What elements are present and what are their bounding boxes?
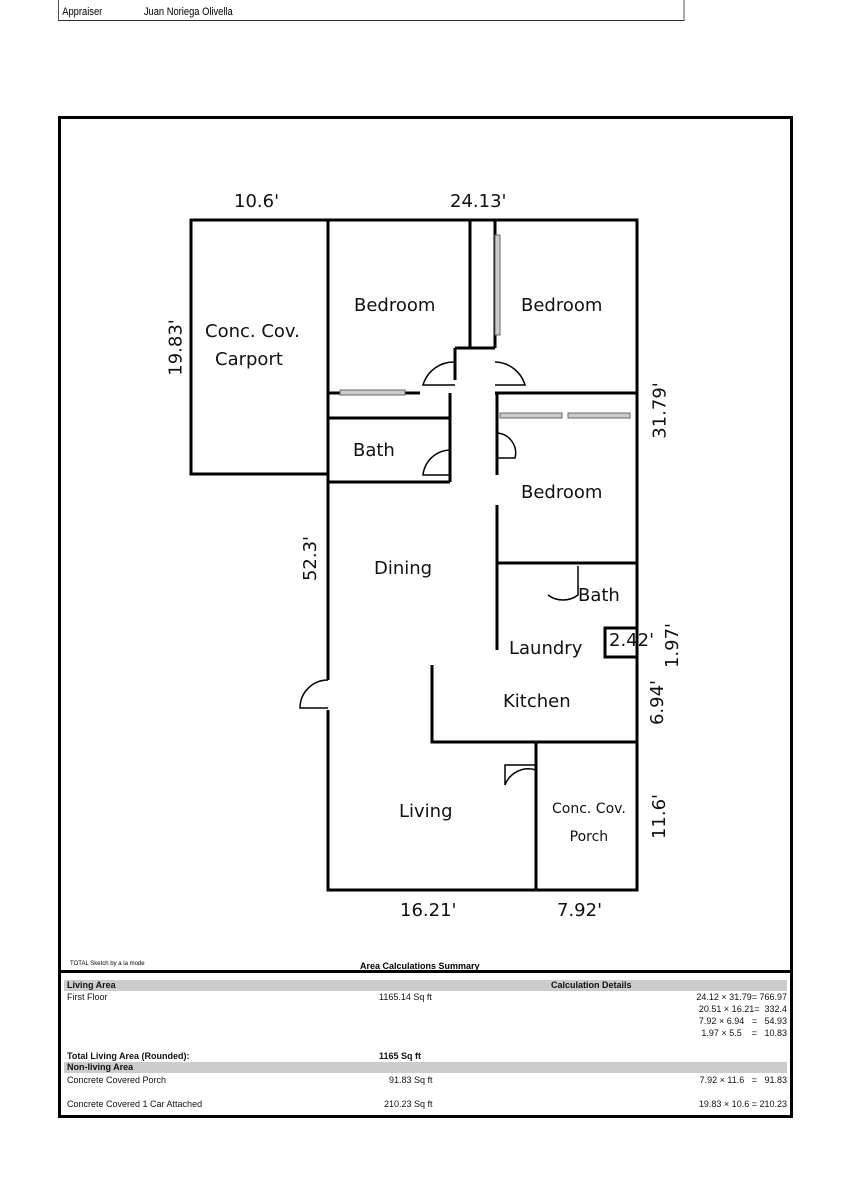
carport-calc: 19.83 × 10.6 = 210.23	[698, 1099, 787, 1109]
room-bath-2: Bath	[578, 585, 620, 606]
porch-area: 91.83 Sq ft	[389, 1075, 433, 1085]
door-swings	[299, 361, 579, 786]
room-bedroom-2: Bedroom	[521, 295, 603, 316]
dim-kitchen-height: 6.94'	[647, 679, 669, 726]
total-living-label: Total Living Area (Rounded):	[67, 1051, 190, 1061]
room-dining: Dining	[374, 558, 433, 579]
calc-line: 1.97 × 5.5 = 10.83	[701, 1028, 787, 1038]
dim-notch-width: 2.42'	[609, 630, 655, 651]
room-living: Living	[399, 801, 453, 822]
dim-top-right: 24.13'	[450, 191, 507, 212]
appraiser-label: Appraiser	[62, 6, 103, 18]
carport-label: Concrete Covered 1 Car Attached	[67, 1099, 203, 1109]
room-porch: Conc. Cov. Porch	[552, 795, 626, 851]
porch-line2: Porch	[569, 829, 609, 845]
nonliving-header: Non-living Area	[67, 1062, 134, 1072]
carport-area: 210.23 Sq ft	[384, 1099, 433, 1109]
calc-line: 20.51 × 16.21= 332.4	[698, 1004, 787, 1014]
room-bath-1: Bath	[353, 440, 395, 461]
appraiser-row: Appraiser Juan Noriega Olivella	[58, 0, 685, 21]
room-carport: Conc. Cov. Carport	[205, 318, 300, 374]
dim-notch-height: 1.97'	[662, 622, 684, 669]
summary-title: Area Calculations Summary	[360, 961, 480, 971]
calc-details-header: Calculation Details	[551, 980, 632, 990]
dim-bottom-right: 7.92'	[557, 900, 603, 921]
dim-right-main: 31.79'	[649, 382, 671, 439]
living-area-header: Living Area	[67, 980, 116, 990]
area-summary-table: Living Area Calculation Details First Fl…	[58, 970, 793, 1118]
porch-label: Concrete Covered Porch	[67, 1075, 167, 1085]
room-laundry: Laundry	[509, 638, 583, 659]
calc-line: 24.12 × 31.79= 766.97	[696, 992, 787, 1002]
dim-left-main: 52.3'	[300, 535, 322, 582]
calc-line: 7.92 × 6.94 = 54.93	[698, 1016, 787, 1026]
first-floor-label: First Floor	[67, 992, 108, 1002]
nonliving-band	[64, 1062, 787, 1073]
room-bedroom-3: Bedroom	[521, 482, 603, 503]
appraiser-name: Juan Noriega Olivella	[143, 6, 233, 18]
room-kitchen: Kitchen	[503, 691, 571, 712]
dim-bottom-left: 16.21'	[400, 900, 457, 921]
room-bedroom-1: Bedroom	[354, 295, 436, 316]
porch-calc: 7.92 × 11.6 = 91.83	[699, 1075, 787, 1085]
total-living-area: 1165 Sq ft	[379, 1051, 422, 1061]
first-floor-area: 1165.14 Sq ft	[379, 992, 432, 1002]
living-area-band	[64, 980, 787, 991]
dim-left-carport: 19.83'	[165, 319, 187, 376]
carport-line2: Carport	[215, 349, 283, 370]
dim-top-left: 10.6'	[234, 191, 280, 212]
carport-line1: Conc. Cov.	[205, 321, 300, 342]
dim-porch-height: 11.6'	[649, 793, 671, 840]
porch-line1: Conc. Cov.	[552, 801, 626, 817]
sketch-credit: TOTAL Sketch by a la mode	[70, 961, 145, 967]
